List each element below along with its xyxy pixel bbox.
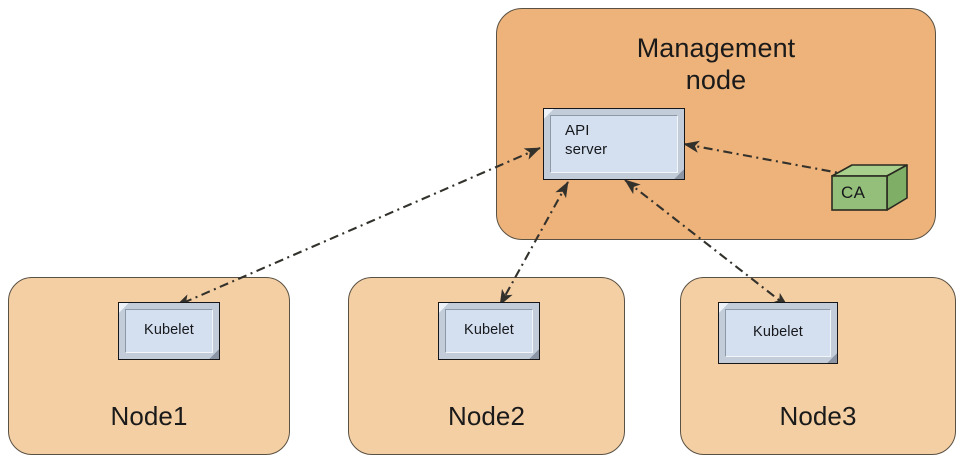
kubelet-label-node1: Kubelet: [144, 322, 194, 338]
ca-front-face: [831, 175, 888, 211]
worker-node-1-title: Node1: [110, 401, 188, 432]
connector-api-kubelet-node2: [499, 181, 569, 306]
kubelet-box-node3-inner: [725, 309, 831, 357]
connector-api-kubelet-node1: [175, 147, 541, 307]
kubelet-box-node2-inner: [445, 309, 533, 353]
connector-api-ca: [683, 140, 862, 181]
kubelet-box-node1-inner: [125, 309, 213, 353]
worker-node-3-title: Node3: [779, 401, 857, 432]
kubelet-box-node2[interactable]: Kubelet: [438, 302, 540, 360]
kubelet-box-node3[interactable]: Kubelet: [718, 302, 838, 364]
connector-api-kubelet-node3: [624, 179, 789, 308]
api-server-label: API server: [565, 122, 608, 158]
ca-label: CA: [841, 183, 866, 202]
worker-node-2-title: Node2: [447, 401, 526, 432]
kubelet-box-node1[interactable]: Kubelet: [118, 302, 220, 360]
api-server-box-inner: [550, 115, 678, 173]
kubelet-label-node3: Kubelet: [753, 324, 803, 340]
api-server-box[interactable]: API server: [543, 108, 685, 180]
management-node-title: Management node: [636, 33, 796, 95]
kubelet-label-node2: Kubelet: [464, 322, 514, 338]
